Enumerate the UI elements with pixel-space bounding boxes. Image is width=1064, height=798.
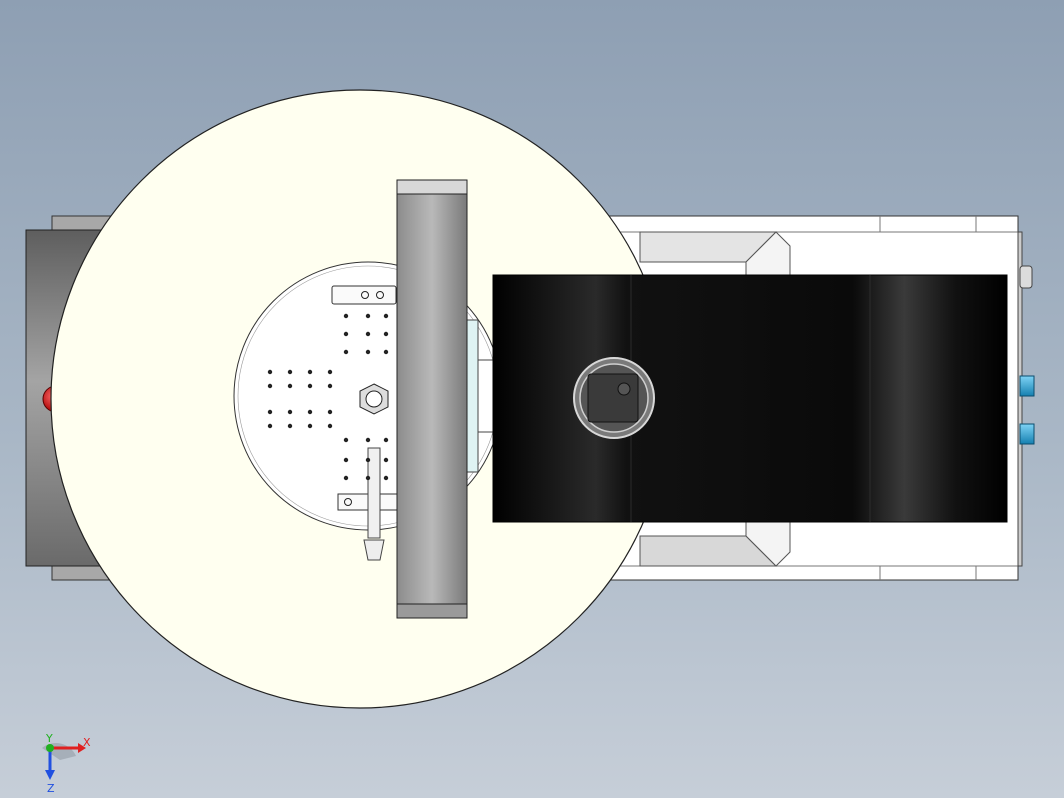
plate-hole <box>327 383 333 389</box>
mounting-holes <box>267 313 389 481</box>
plate-hole <box>343 313 349 319</box>
plate-hole <box>365 331 371 337</box>
plate-hole <box>307 409 313 415</box>
triad-y-label: Y <box>45 732 53 745</box>
plate-hole <box>343 331 349 337</box>
plate-hole <box>365 313 371 319</box>
plate-hole <box>327 369 333 375</box>
plate-hole <box>287 409 293 415</box>
plate-hole <box>267 423 273 429</box>
plate-hole <box>365 475 371 481</box>
plate-hole <box>327 423 333 429</box>
plate-hole <box>383 331 389 337</box>
connector-upper <box>1019 375 1035 397</box>
plate-hole <box>267 383 273 389</box>
plate-hole <box>307 369 313 375</box>
plate-hole <box>287 423 293 429</box>
plate-hole <box>267 409 273 415</box>
plate-hole <box>383 313 389 319</box>
plate-hole <box>343 349 349 355</box>
plate-hole <box>287 383 293 389</box>
vertical-arm[interactable] <box>396 179 468 619</box>
plate-hole <box>307 383 313 389</box>
plate-hole <box>287 369 293 375</box>
square-socket <box>573 357 655 439</box>
connector-lower <box>1019 423 1035 445</box>
plate-hole <box>343 457 349 463</box>
plate-hole <box>343 437 349 443</box>
plate-hole <box>365 349 371 355</box>
plate-hole <box>343 475 349 481</box>
coordinate-triad: X Y Z <box>42 732 91 795</box>
plate-hole <box>365 457 371 463</box>
plate-hole <box>327 409 333 415</box>
plate-hole <box>365 437 371 443</box>
plate-hole <box>307 423 313 429</box>
plate-hole <box>383 475 389 481</box>
plate-hole <box>383 349 389 355</box>
black-pad[interactable] <box>492 274 1008 523</box>
center-nut <box>359 383 389 415</box>
triad-z-label: Z <box>47 782 55 795</box>
plate-hole <box>383 457 389 463</box>
plate-hole <box>267 369 273 375</box>
triad-x-label: X <box>83 736 91 749</box>
plate-hole <box>383 437 389 443</box>
